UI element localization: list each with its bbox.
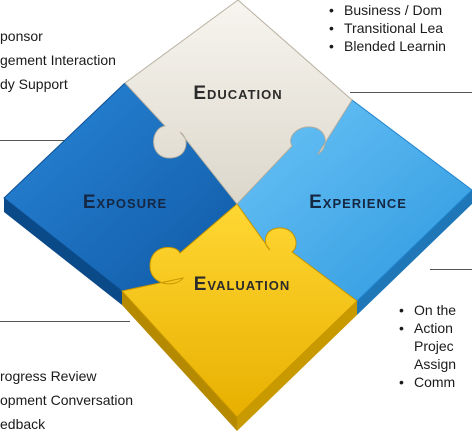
exposure-side	[4, 198, 122, 305]
experience-label: Experience	[309, 192, 407, 213]
exposure-label: Exposure	[83, 192, 167, 213]
experience-side	[357, 190, 472, 315]
bottom-right-bullets: On the Action Projec Assign Comm	[399, 301, 456, 391]
bottom-right-item-5: Comm	[399, 373, 456, 391]
top-left-line-1: ponsor	[0, 28, 43, 44]
evaluation-side-left	[122, 291, 237, 431]
evaluation-side-right	[237, 301, 357, 431]
bottom-left-line-2: opment Conversation	[0, 392, 134, 408]
top-left-line-3: dy Support	[0, 76, 68, 92]
evaluation-piece	[121, 203, 358, 418]
bottom-left-line-1: rogress Review	[0, 368, 97, 384]
education-label: Education	[193, 83, 282, 104]
top-right-item-2: Transitional Lea	[329, 19, 446, 37]
evaluation-label: Evaluation	[194, 274, 291, 295]
bottom-right-item-1: On the	[399, 301, 456, 319]
top-right-divider	[350, 92, 472, 93]
education-piece	[124, 0, 353, 205]
top-left-line-2: gement Interaction	[0, 52, 116, 68]
bottom-left-line-3: edback	[0, 416, 46, 432]
top-right-bullets: Business / Dom Transitional Lea Blended …	[329, 1, 446, 55]
bottom-right-item-4: Assign	[414, 356, 457, 372]
top-right-item-1: Business / Dom	[329, 1, 446, 19]
bottom-right-divider	[430, 269, 472, 270]
bottom-left-divider	[0, 321, 130, 322]
bottom-right-item-3: Projec	[414, 338, 454, 354]
top-right-item-3: Blended Learnin	[329, 37, 446, 55]
bottom-right-item-2: Action	[399, 319, 456, 337]
